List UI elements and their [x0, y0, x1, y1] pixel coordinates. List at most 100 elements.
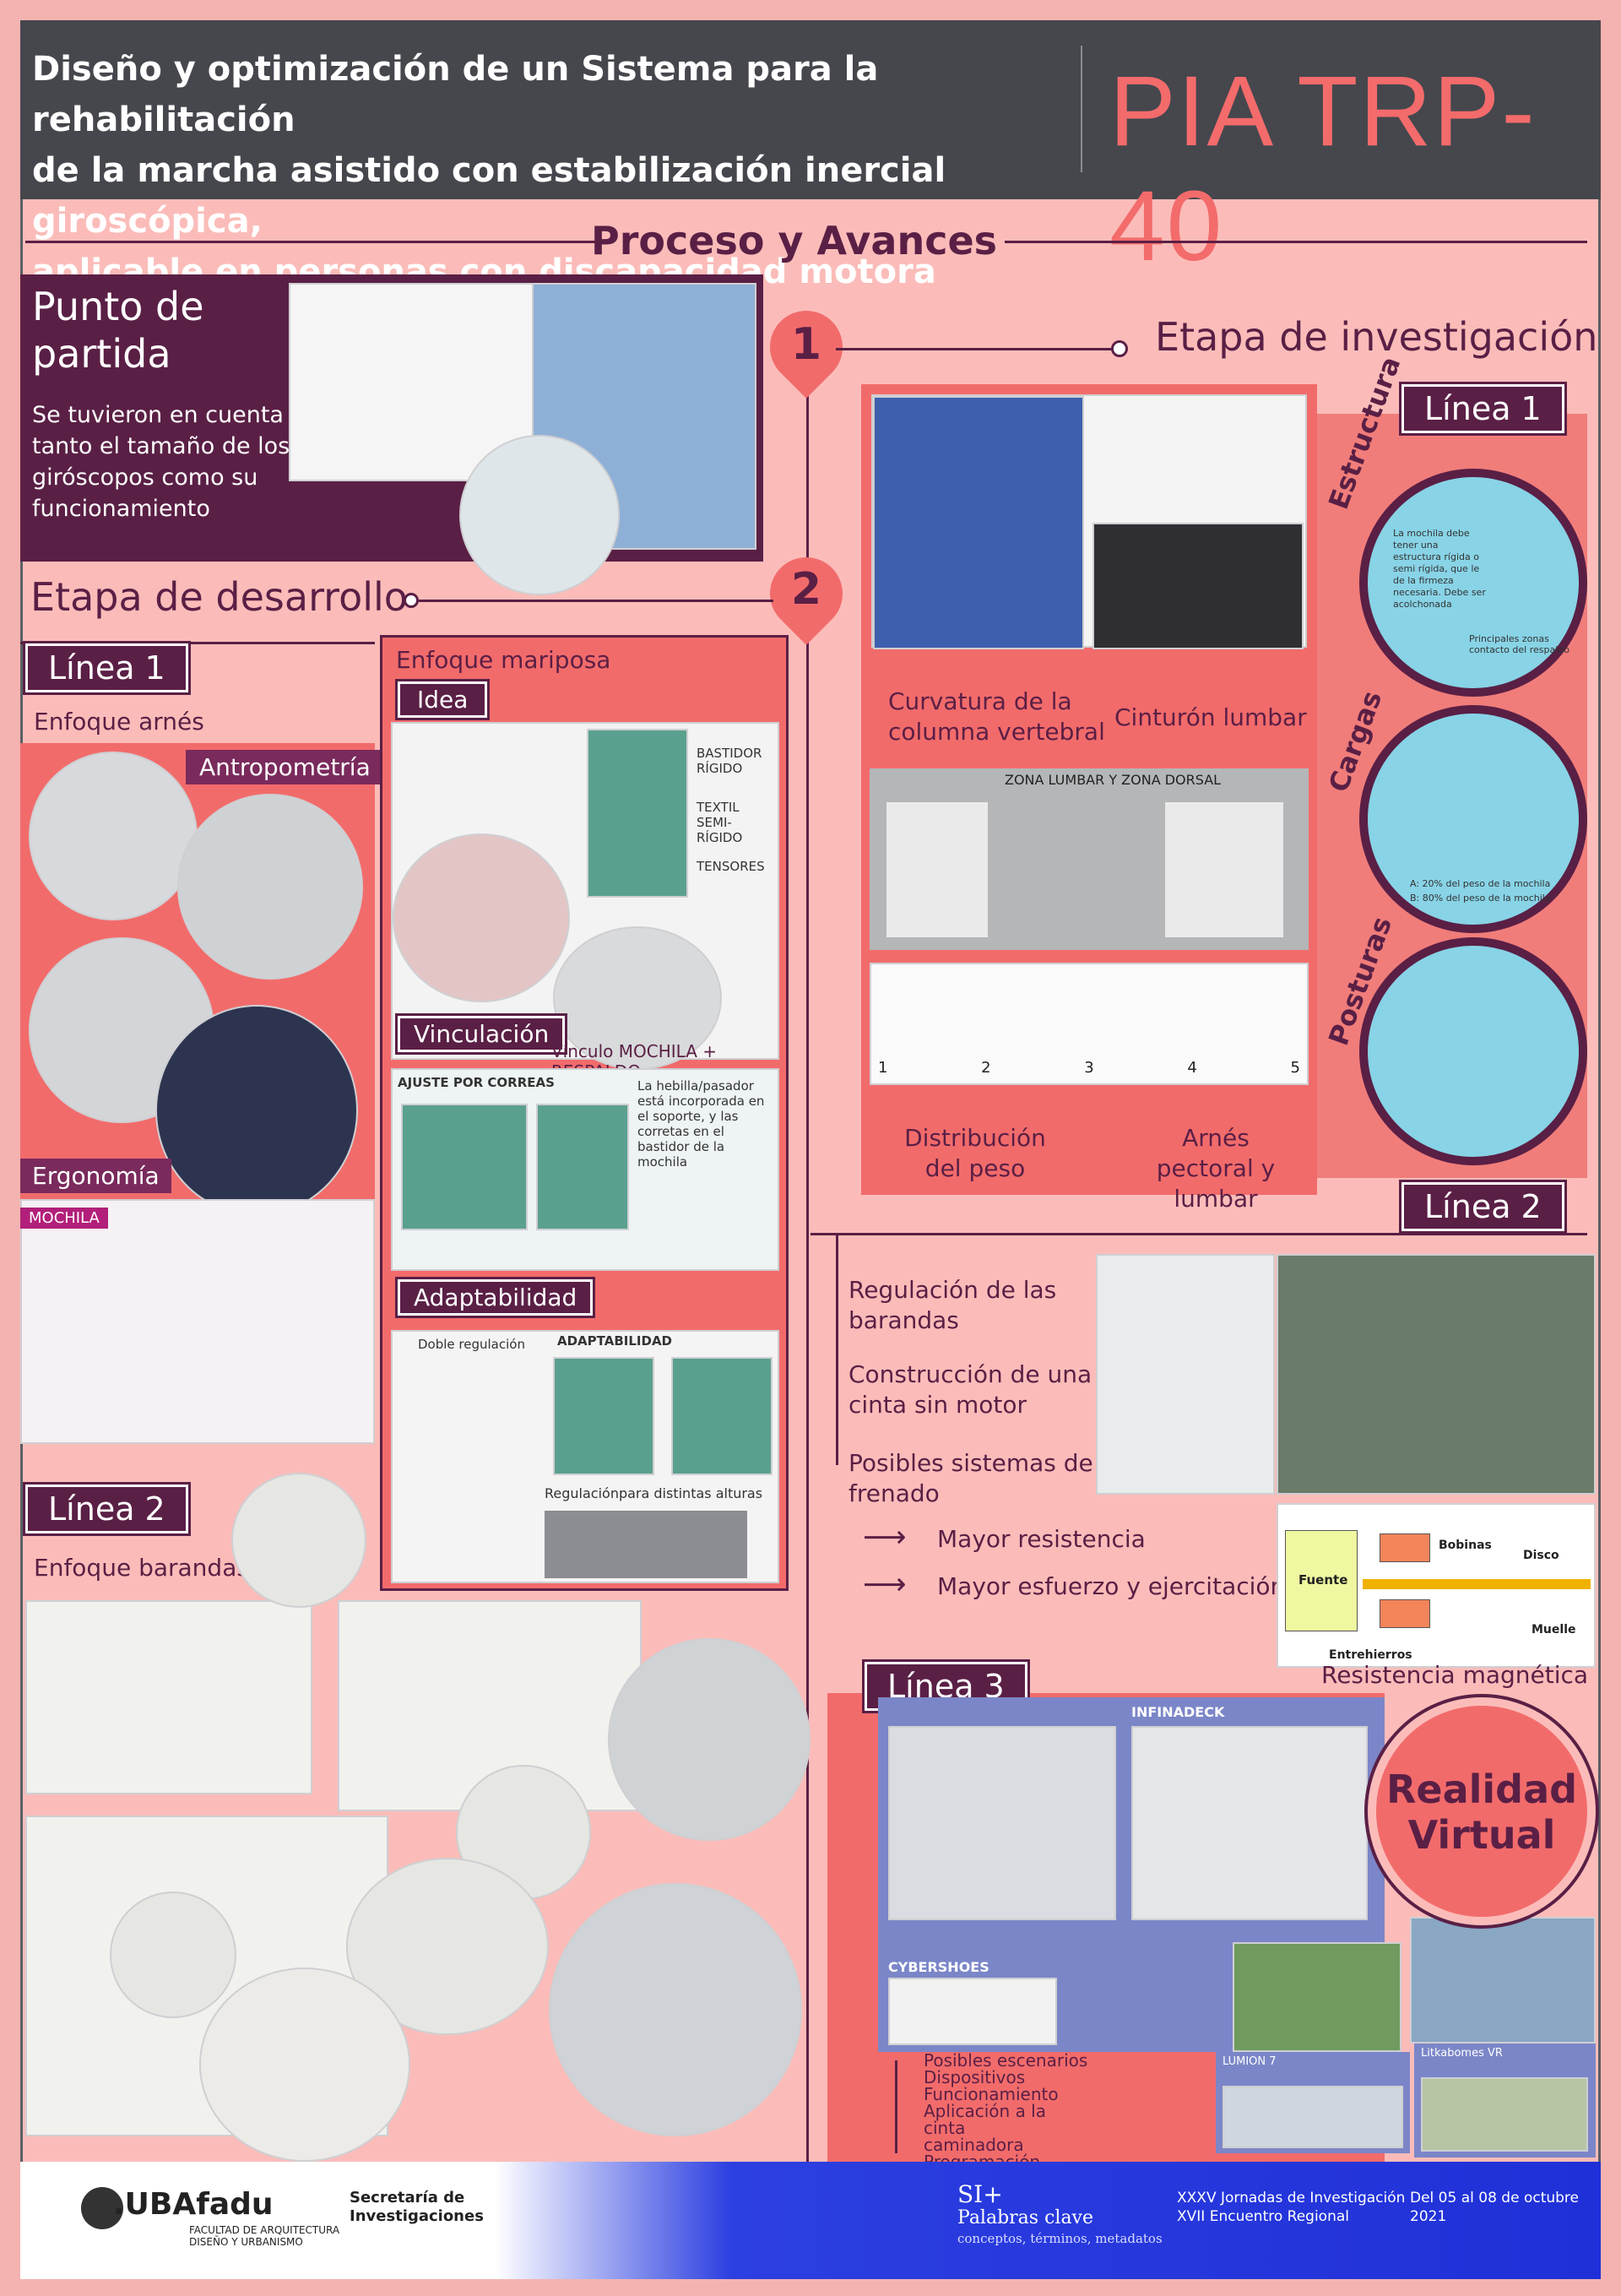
vinculacion-image: AJUSTE POR CORREAS La hebilla/pasador es…: [391, 1068, 779, 1271]
si-plus-logo: SI+: [957, 2180, 1003, 2208]
distribucion-steps-image: 1 2 3 4 5: [870, 963, 1309, 1085]
arrow-icon-2: ⟶: [863, 1567, 907, 1602]
etapa-desarrollo-title: Etapa de desarrollo: [30, 574, 408, 620]
gyroscope-render-image: [289, 283, 534, 481]
vr-scene-1: [1233, 1942, 1401, 2052]
secretaria-text: Secretaría de Investigaciones: [350, 2189, 484, 2225]
estructura-text: La mochila debe tener una estructura ríg…: [1393, 528, 1486, 610]
zona-lumbar-title: ZONA LUMBAR Y ZONA DORSAL: [1005, 772, 1222, 788]
ajuste-shape-2: [536, 1104, 629, 1230]
fuente-box: [1285, 1530, 1358, 1631]
harness-render-2: [177, 794, 363, 980]
ergonomia-tag: Ergonomía: [20, 1159, 171, 1193]
step-4: 4: [1187, 1059, 1197, 1077]
harness-render-1: [29, 752, 198, 920]
adapt-shape-2: [671, 1357, 773, 1475]
tensores-label: TENSORES: [697, 859, 765, 874]
poster-footer: .UBAfadu FACULTAD DE ARQUITECTURA DISEÑO…: [20, 2162, 1601, 2279]
step-1: 1: [878, 1059, 888, 1077]
doble-regulacion-label: Doble regulación: [418, 1337, 525, 1352]
gyroscope-detail-circle: [459, 435, 620, 595]
adaptabilidad-image: Doble regulación ADAPTABILIDAD Regulació…: [391, 1330, 779, 1583]
baranda-sketch-1: [25, 1600, 312, 1794]
omni-treadmill-image: [888, 1726, 1116, 1920]
l3-list: Posibles escenarios Dispositivos Funcion…: [924, 2052, 1087, 2170]
entrehierros-label: Entrehierros: [1329, 1648, 1412, 1662]
uba-seal-icon: [81, 2187, 123, 2229]
cybershoes-image: [888, 1978, 1057, 2045]
hebilla-text: La hebilla/pasador está incorporada en e…: [637, 1078, 765, 1170]
arrow-icon-1: ⟶: [863, 1520, 907, 1555]
butterfly-frame-shape: [587, 729, 688, 898]
lit-label: Litkabomes VR: [1421, 2047, 1503, 2060]
step-3: 3: [1084, 1059, 1094, 1077]
facultad-text: FACULTAD DE ARQUITECTURA DISEÑO Y URBANI…: [189, 2224, 340, 2248]
magnetic-brake-diagram: Fuente Bobinas Disco Muelle Entrehierros: [1277, 1503, 1596, 1668]
section-title: Proceso y Avances: [591, 218, 998, 263]
steps-row: 1 2 3 4 5: [878, 1059, 1300, 1077]
title-rule-right: [1005, 241, 1587, 243]
resistencia-magnetica-label: Resistencia magnética: [1321, 1661, 1589, 1689]
l3-item-4: Aplicación a la cinta caminadora: [924, 2101, 1046, 2155]
zona-lumbar-panel: ZONA LUMBAR Y ZONA DORSAL: [870, 768, 1309, 950]
project-code: PIA TRP-40: [1109, 56, 1537, 282]
investigacion-node: [1111, 340, 1128, 357]
desarrollo-l1-rule: [20, 642, 375, 644]
uba-logo-text: .UBAfadu: [113, 2187, 274, 2222]
header-divider: [1081, 46, 1082, 172]
mochila-tag: MOCHILA: [20, 1208, 108, 1229]
carga-b-text: B: 80% del peso de la mochila: [1410, 893, 1551, 904]
mayor-resistencia-label: Mayor resistencia: [937, 1525, 1146, 1553]
poster-title: Diseño y optimización de un Sistema para…: [32, 50, 946, 291]
hand-sketch-circle: [393, 833, 570, 1002]
investigacion-linea2-pill: Línea 2: [1399, 1180, 1567, 1234]
walking-therapy-photo: [1096, 1254, 1275, 1495]
marker-2-number: 2: [790, 564, 822, 615]
vinculacion-pill: Vinculación: [394, 1013, 568, 1055]
back-figure-2: [1165, 802, 1283, 937]
carga-a-text: A: 20% del peso de la mochila: [1410, 878, 1551, 889]
tensor-detail-circle: [553, 926, 722, 1070]
idea-sketch-image: BASTIDOR RÍGIDO TEXTIL SEMI-RÍGIDO TENSO…: [391, 722, 779, 1070]
conceptos-text: conceptos, términos, metadatos: [957, 2231, 1163, 2246]
punto-partida-body: Se tuvieron en cuenta tanto el tamaño de…: [32, 402, 290, 522]
punto-partida-title: Punto de partida: [32, 284, 204, 377]
baranda-mechanism-circle: [549, 1883, 802, 2136]
l2-item-3: Posibles sistemas de frenado: [848, 1449, 1093, 1507]
disco-label: Disco: [1523, 1549, 1559, 1562]
adaptabilidad-pill: Adaptabilidad: [394, 1277, 596, 1318]
bobina-top: [1380, 1533, 1430, 1562]
l3-list-bracket: [895, 2060, 897, 2153]
baranda-render-circle: [608, 1638, 810, 1841]
ajuste-shape-1: [401, 1104, 528, 1230]
textil-label: TEXTIL SEMI-RÍGIDO: [697, 800, 743, 845]
principales-text: Principales zonas contacto del respaldo: [1469, 633, 1569, 655]
realidad-virtual-badge: Realidad Virtual: [1364, 1694, 1599, 1929]
infinadeck-image: [1131, 1726, 1368, 1920]
mayor-esfuerzo-label: Mayor esfuerzo y ejercitación: [937, 1572, 1286, 1600]
l2-list-bracket: [836, 1233, 838, 1465]
lumion-image: [1223, 2086, 1403, 2148]
investigacion-connector: [836, 348, 1114, 350]
etapa-investigacion-title: Etapa de investigación: [1155, 314, 1598, 360]
spine-harness-image: [871, 394, 1307, 649]
l3-item-1: Posibles escenarios: [924, 2050, 1088, 2071]
baranda-detail-circle-5: [199, 1968, 410, 2162]
height-silhouettes: [545, 1511, 747, 1578]
l2-item-2: Construcción de una cinta sin motor: [848, 1360, 1092, 1419]
investigacion-l1-panel: Curvatura de la columna vertebral Cintur…: [861, 384, 1317, 1213]
realidad-virtual-text: Realidad Virtual: [1385, 1767, 1578, 1858]
title-rule-left: [25, 241, 599, 243]
arnes-panel: MOCHILA: [20, 743, 375, 1444]
infinadeck-label: INFINADECK: [1131, 1704, 1225, 1720]
poster-header: Diseño y optimización de un Sistema para…: [20, 20, 1601, 291]
enfoque-mariposa-title: Enfoque mariposa: [396, 646, 611, 674]
lumion-panel: LUMION 7: [1216, 2052, 1410, 2153]
palabras-clave-text: Palabras clave: [957, 2207, 1094, 2228]
investigacion-linea1-pill: Línea 1: [1399, 382, 1567, 436]
regulacion-alturas-label: Regulaciónpara distintas alturas: [545, 1485, 763, 1501]
estructura-circle: La mochila debe tener una estructura ríg…: [1359, 469, 1587, 697]
bobina-bottom: [1380, 1599, 1430, 1628]
bobinas-label: Bobinas: [1439, 1539, 1492, 1552]
l2-item-1: Regulación de las barandas: [848, 1276, 1057, 1334]
